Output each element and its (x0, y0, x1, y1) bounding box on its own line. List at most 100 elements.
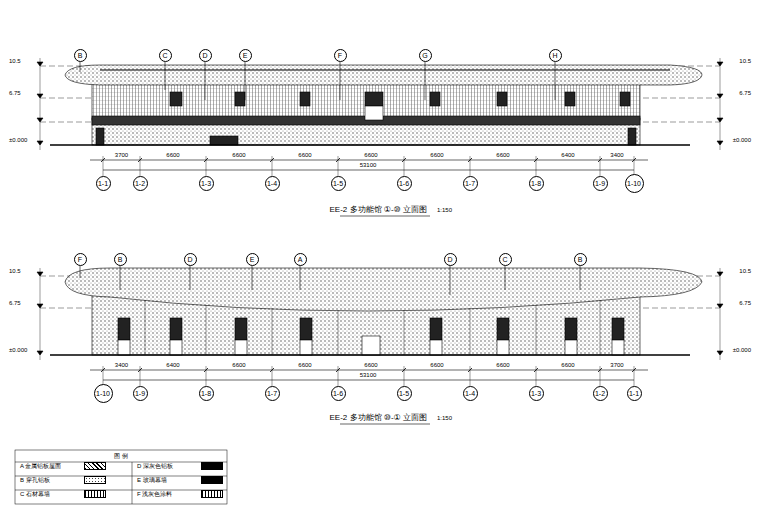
dimension-tick (402, 368, 406, 372)
legend-text: B 穿孔铝板 (20, 477, 50, 483)
scale-note: 1:150 (436, 415, 453, 421)
extension-line (140, 156, 141, 176)
material-callout: D (184, 253, 197, 266)
dimension-tick (336, 158, 340, 162)
extension-line (536, 156, 537, 176)
dimension-tick (468, 368, 472, 372)
axis-bubble: 1-3 (529, 386, 544, 401)
axis-bubble: 1-6 (397, 176, 412, 191)
dimension-text: 6600 (429, 152, 444, 158)
callout-text: D (187, 256, 192, 263)
axis-bubble: 1-10 (625, 174, 644, 193)
material-callout: C (159, 49, 172, 62)
dimension-tick (632, 368, 636, 372)
legend-text: D 深灰色铝板 (137, 463, 173, 469)
dimension-text: 6600 (231, 362, 246, 368)
level-mark: ±0.000 (732, 137, 752, 143)
callout-text: A (298, 256, 303, 263)
level-mark: 10.5 (738, 268, 752, 274)
callout-text: 1-5 (333, 180, 343, 187)
legend-swatch (201, 462, 223, 470)
material-callout: D (444, 253, 457, 266)
level-mark: 6.75 (738, 90, 752, 96)
dimension-tick (101, 368, 105, 372)
legend-swatch (201, 476, 223, 484)
dimension-tick (204, 368, 208, 372)
axis-bubble: 1-2 (593, 386, 608, 401)
callout-text: 1-2 (595, 390, 605, 397)
callout-text: 1-10 (96, 390, 110, 397)
axis-bubble: 1-5 (397, 386, 412, 401)
legend-swatch (84, 490, 106, 498)
dimension-tick (101, 158, 105, 162)
callout-text: 1-7 (465, 180, 475, 187)
material-callout: F (74, 253, 87, 266)
extension-line (470, 366, 471, 386)
dimension-text: 6600 (363, 362, 378, 368)
extension-line (600, 366, 601, 386)
callout-text: 1-1 (98, 180, 108, 187)
callout-text: 1-7 (267, 390, 277, 397)
level-mark: 6.75 (738, 300, 752, 306)
dimension-text: 6600 (297, 152, 312, 158)
callout-text: 1-9 (595, 180, 605, 187)
dimension-text: 53100 (359, 372, 378, 378)
material-callout: D (199, 49, 212, 62)
extension-line (404, 156, 405, 176)
axis-bubble: 1-9 (593, 176, 608, 191)
material-callout: B (74, 49, 87, 62)
dimension-tick (270, 158, 274, 162)
axis-bubble: 1-1 (627, 386, 642, 401)
callout-text: B (78, 52, 83, 59)
dimension-tick (468, 158, 472, 162)
callout-text: B (578, 256, 583, 263)
legend-swatch (84, 462, 106, 470)
callout-text: 1-4 (465, 390, 475, 397)
dimension-tick (632, 158, 636, 162)
scale-note: 1:150 (436, 207, 453, 213)
dimension-text: 3700 (114, 152, 129, 158)
axis-bubble: 1-5 (331, 176, 346, 191)
dimension-tick (402, 158, 406, 162)
callout-text: F (78, 256, 82, 263)
dimension-text: 6400 (560, 152, 575, 158)
material-callout: A (294, 253, 307, 266)
axis-bubble: 1-6 (331, 386, 346, 401)
legend-text: E 玻璃幕墙 (137, 477, 167, 483)
callout-text: E (243, 52, 248, 59)
legend-swatch (84, 476, 106, 484)
extension-line (338, 366, 339, 386)
dimension-text: 6400 (165, 362, 180, 368)
callout-text: 1-4 (267, 180, 277, 187)
material-callout: G (419, 49, 432, 62)
dimension-text: 6600 (297, 362, 312, 368)
level-mark: 6.75 (8, 300, 22, 306)
material-callout: E (239, 49, 252, 62)
callout-text: 1-8 (201, 390, 211, 397)
axis-bubble: 1-4 (463, 386, 478, 401)
extension-line (140, 366, 141, 386)
callout-text: 1-8 (531, 180, 541, 187)
drawing-title: EE-2 多功能馆 ⑩-① 立面图 (329, 414, 428, 422)
dimension-tick (138, 368, 142, 372)
axis-bubble: 1-8 (529, 176, 544, 191)
dimension-text: 53100 (359, 162, 378, 168)
dimension-text: 6600 (363, 152, 378, 158)
dimension-text: 3700 (609, 362, 624, 368)
dimension-tick (598, 158, 602, 162)
extension-line (272, 156, 273, 176)
legend-text: A 金属铝板屋面 (20, 463, 61, 469)
extension-line (103, 156, 104, 176)
material-callout: H (549, 49, 562, 62)
extension-line (272, 366, 273, 386)
level-mark: 10.5 (738, 58, 752, 64)
extension-line (338, 156, 339, 176)
drawing-title: EE-2 多功能馆 ①-⑩ 立面图 (329, 206, 428, 214)
dimension-text: 6600 (495, 152, 510, 158)
callout-text: D (447, 256, 452, 263)
level-mark: 10.5 (8, 58, 22, 64)
dimension-text: 6600 (231, 152, 246, 158)
extension-line (536, 366, 537, 386)
callout-text: H (552, 52, 557, 59)
extension-line (206, 156, 207, 176)
